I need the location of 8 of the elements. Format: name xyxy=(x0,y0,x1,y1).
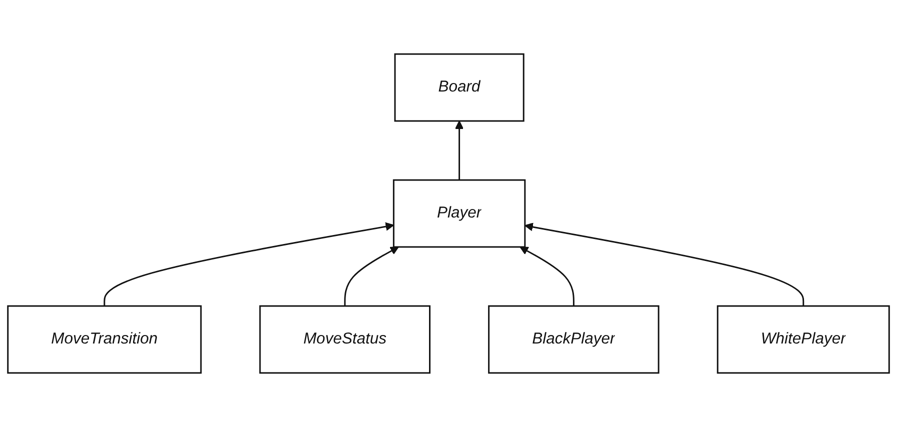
arrow xyxy=(520,246,574,306)
node-box: Board xyxy=(394,53,524,122)
arrow xyxy=(344,246,399,306)
arrow xyxy=(454,120,464,180)
node-box: MoveStatus xyxy=(259,305,430,374)
node-box: MoveTransition xyxy=(7,305,202,374)
arrow xyxy=(524,222,804,306)
arrow xyxy=(104,222,394,306)
